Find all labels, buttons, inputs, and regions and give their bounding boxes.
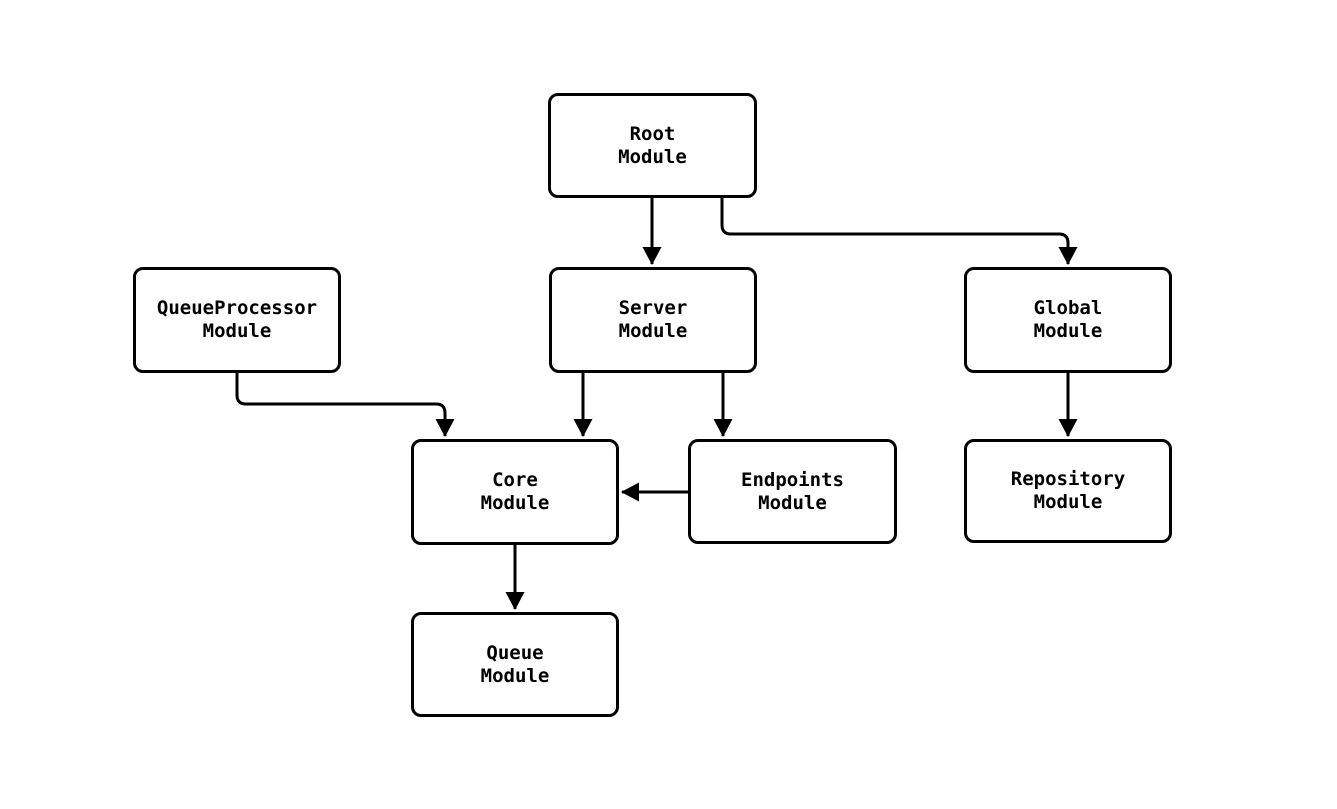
node-core-title: Core <box>492 469 538 491</box>
node-endpoints-title: Endpoints <box>741 468 844 491</box>
node-root-module: Root Module <box>548 93 757 198</box>
node-queueprocessor-module: QueueProcessor Module <box>133 267 341 373</box>
node-repository-subtitle: Module <box>1033 491 1103 513</box>
node-endpoints-subtitle: Module <box>758 491 827 514</box>
node-queueprocessor-subtitle: Module <box>202 320 272 342</box>
node-queue-title: Queue <box>486 641 544 664</box>
node-global-subtitle: Module <box>1033 320 1103 342</box>
node-queue-subtitle: Module <box>480 664 550 687</box>
node-repository-module: Repository Module <box>964 439 1172 543</box>
edge-queueprocessor-to-core <box>235 373 455 437</box>
node-repository-title: Repository <box>1010 468 1126 490</box>
node-core-subtitle: Module <box>480 492 550 514</box>
node-root-subtitle: Module <box>618 145 687 168</box>
node-queueprocessor-title: QueueProcessor <box>156 297 318 319</box>
node-endpoints-module: Endpoints Module <box>688 439 897 544</box>
node-core-module: Core Module <box>411 439 619 545</box>
node-global-module: Global Module <box>964 267 1172 373</box>
node-global-title: Global <box>1033 297 1103 319</box>
node-server-module: Server Module <box>549 267 757 373</box>
node-server-title: Server <box>618 297 688 319</box>
edge-root-to-global <box>720 198 1078 265</box>
node-server-subtitle: Module <box>618 320 688 342</box>
node-root-title: Root <box>629 122 676 145</box>
node-queue-module: Queue Module <box>411 612 619 717</box>
